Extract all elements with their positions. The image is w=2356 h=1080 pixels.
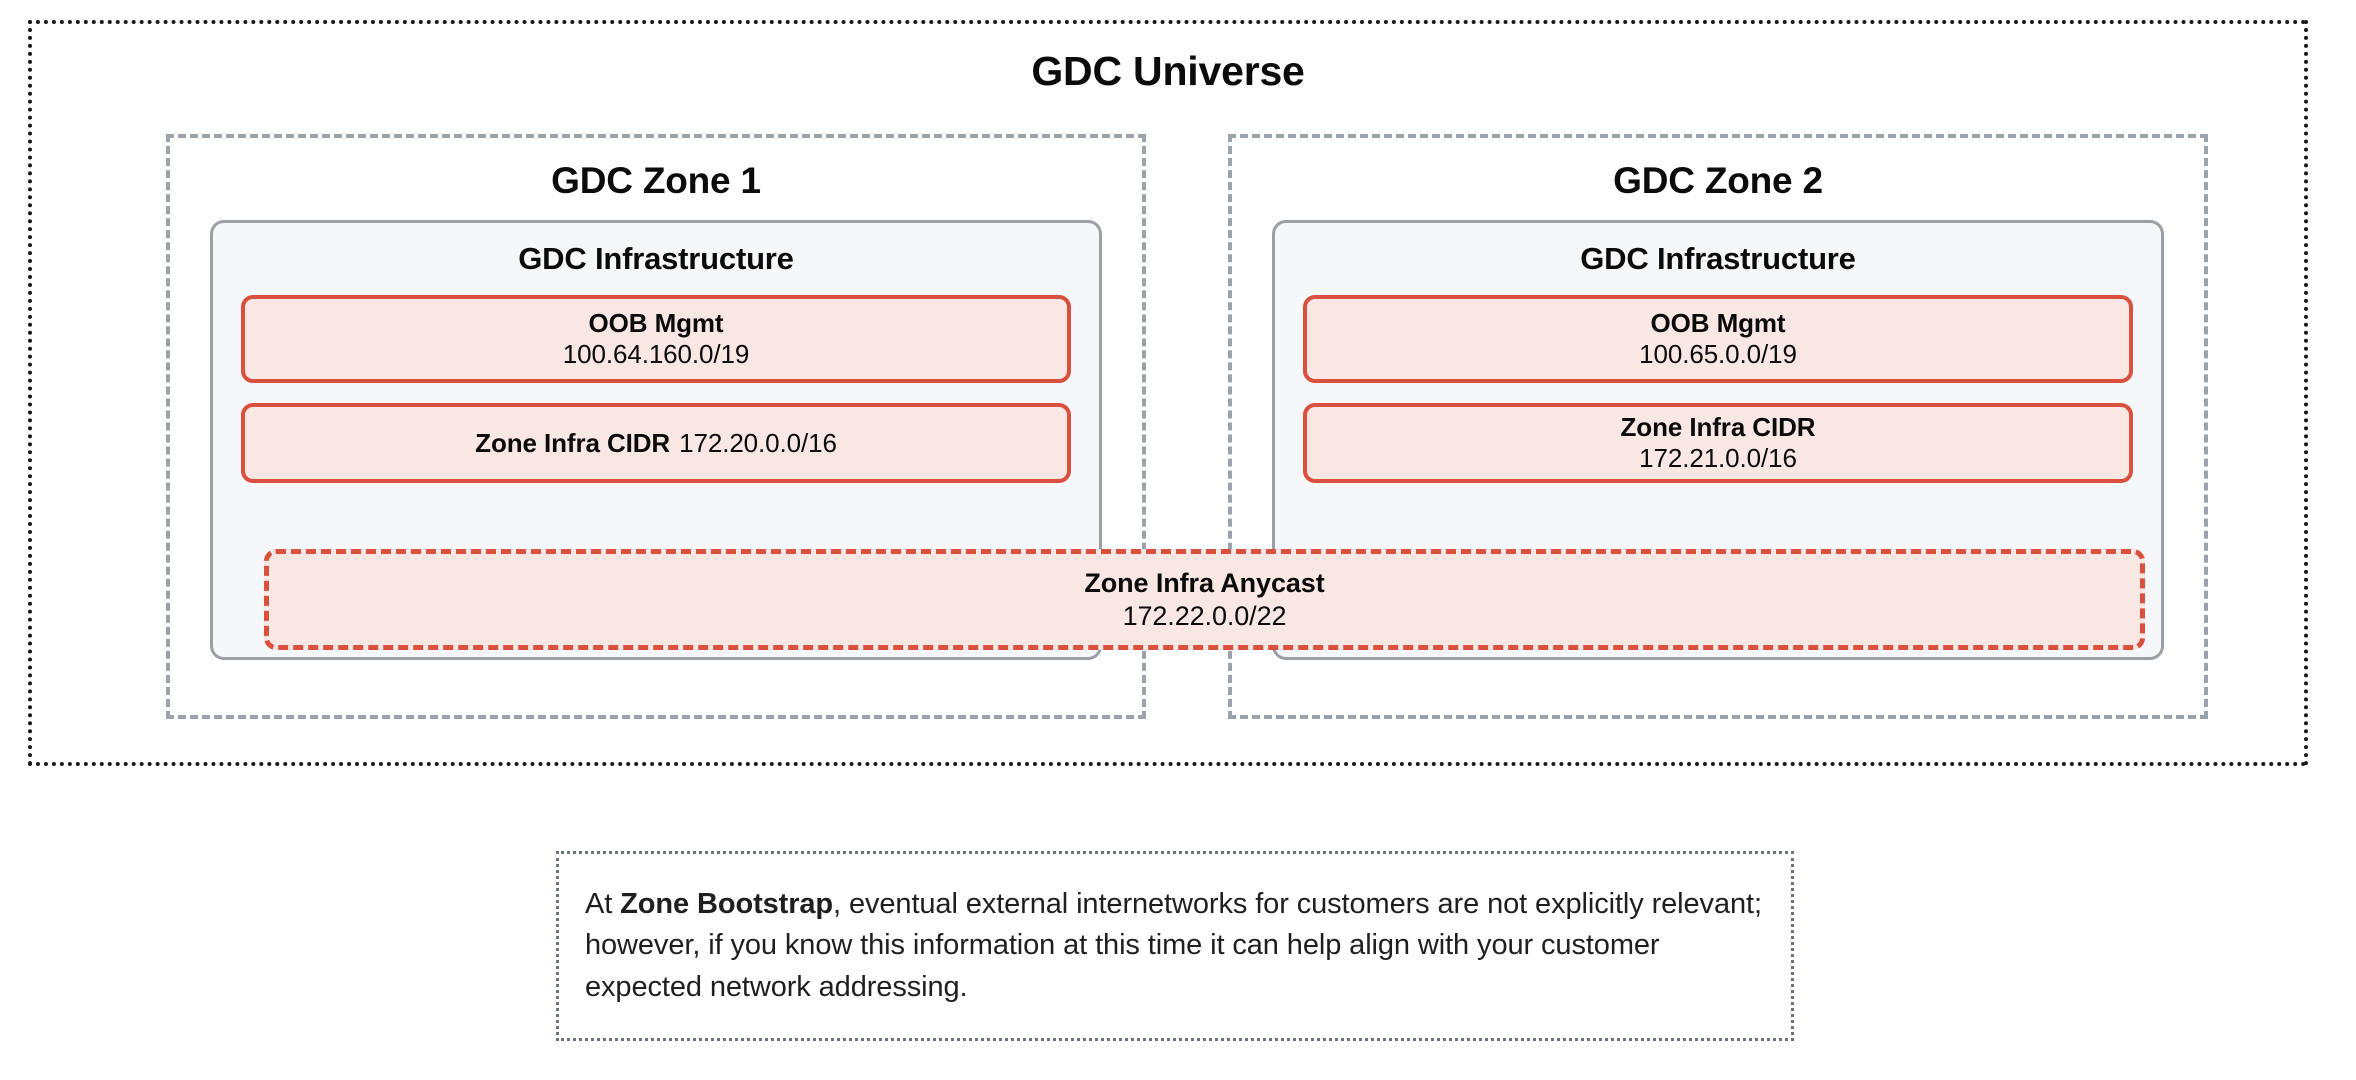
zone-2-zone-infra-cidr-box: Zone Infra CIDR 172.21.0.0/16 <box>1303 403 2133 483</box>
note-prefix: At <box>585 888 621 921</box>
zone-1-oob-mgmt-box: OOB Mgmt 100.64.160.0/19 <box>241 295 1071 383</box>
zone-1-zone-infra-cidr-label: Zone Infra CIDR <box>475 427 671 458</box>
zone-2-zone-infra-cidr-value: 172.21.0.0/16 <box>1639 443 1797 473</box>
zone-infra-anycast-cidr: 172.22.0.0/22 <box>1122 600 1287 631</box>
zone-2-oob-mgmt-box: OOB Mgmt 100.65.0.0/19 <box>1303 295 2133 383</box>
zone-2-oob-mgmt-cidr: 100.65.0.0/19 <box>1639 339 1797 369</box>
zone-2-oob-mgmt-label: OOB Mgmt <box>1650 308 1786 339</box>
zone-1-oob-mgmt-cidr: 100.64.160.0/19 <box>562 339 750 369</box>
zone-1-oob-mgmt-label: OOB Mgmt <box>588 308 724 339</box>
zone-2-infrastructure-title: GDC Infrastructure <box>1580 241 1856 276</box>
zone-1-title: GDC Zone 1 <box>551 160 761 201</box>
zone-1-infrastructure-title: GDC Infrastructure <box>518 241 794 276</box>
note-body: , eventual external internetworks for cu… <box>585 888 1762 1003</box>
universe-title: GDC Universe <box>1031 48 1305 94</box>
zone-1-zone-infra-cidr-value: 172.20.0.0/16 <box>679 427 837 458</box>
gdc-universe-container: GDC Universe GDC Zone 1 GDC Infrastructu… <box>28 20 2308 766</box>
zone-infra-anycast-box: Zone Infra Anycast 172.22.0.0/22 <box>264 549 2145 650</box>
zone-infra-anycast-label: Zone Infra Anycast <box>1084 568 1325 599</box>
bootstrap-note-text: At Zone Bootstrap, eventual external int… <box>559 884 1791 1008</box>
zone-2-zone-infra-cidr-label: Zone Infra CIDR <box>1620 412 1816 443</box>
bootstrap-note-box: At Zone Bootstrap, eventual external int… <box>556 851 1794 1041</box>
note-emphasis: Zone Bootstrap <box>620 888 834 921</box>
zone-1-zone-infra-cidr-box: Zone Infra CIDR 172.20.0.0/16 <box>241 403 1071 483</box>
zone-2-title: GDC Zone 2 <box>1613 160 1823 201</box>
